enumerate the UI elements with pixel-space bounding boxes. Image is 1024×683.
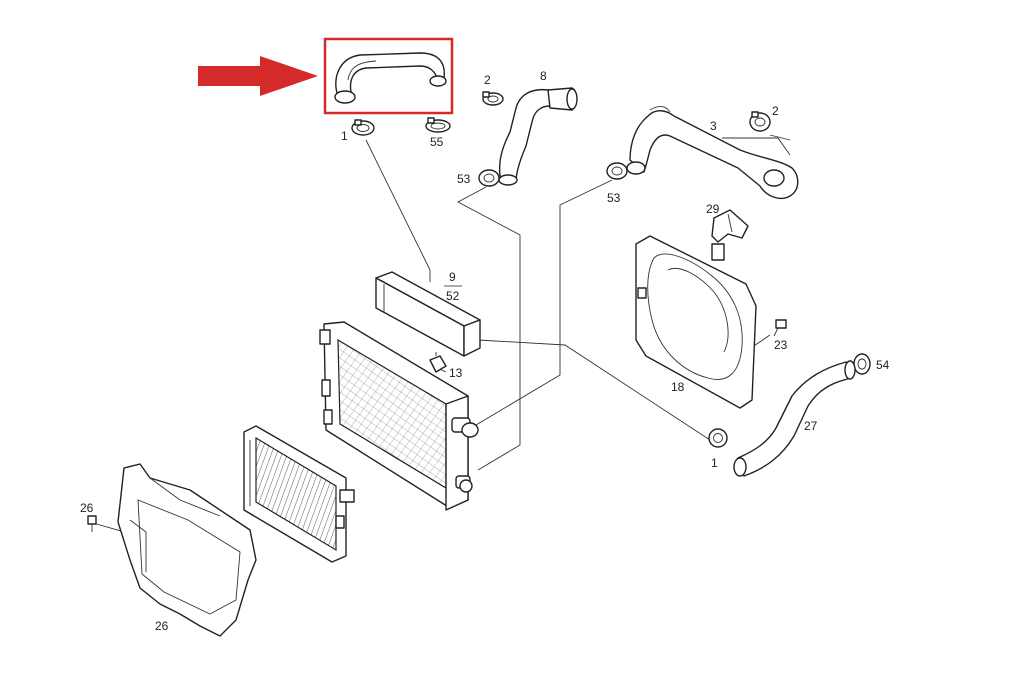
label-53-mid: 53 bbox=[607, 191, 621, 205]
label-8: 8 bbox=[540, 69, 547, 83]
label-54: 54 bbox=[876, 358, 890, 372]
label-26-left: 26 bbox=[80, 501, 94, 515]
label-13: 13 bbox=[449, 366, 463, 380]
label-23: 23 bbox=[774, 338, 788, 352]
label-55: 55 bbox=[430, 135, 444, 149]
clamp-55 bbox=[425, 117, 451, 133]
label-2-left: 2 bbox=[484, 73, 491, 87]
label-3: 3 bbox=[710, 119, 717, 133]
condenser bbox=[243, 425, 355, 563]
part-labels: 1 55 2 8 53 53 3 2 29 9 52 13 23 54 18 2… bbox=[80, 69, 890, 633]
label-52: 52 bbox=[446, 289, 460, 303]
fan-shroud-18 bbox=[635, 235, 757, 409]
bolt-23 bbox=[773, 319, 787, 337]
clamp-53-left bbox=[478, 169, 500, 187]
clamp-2-left bbox=[482, 91, 504, 106]
label-1-bottom: 1 bbox=[711, 456, 718, 470]
label-53-left: 53 bbox=[457, 172, 471, 186]
label-1-top: 1 bbox=[341, 129, 348, 143]
label-26-bottom: 26 bbox=[155, 619, 169, 633]
label-2-right: 2 bbox=[772, 104, 779, 118]
clamp-53-mid bbox=[606, 162, 628, 180]
highlight-box bbox=[323, 37, 454, 115]
radiator bbox=[319, 321, 479, 511]
front-shroud-26 bbox=[117, 463, 257, 637]
highlighted-hose bbox=[323, 37, 454, 115]
highlight-arrow bbox=[198, 56, 318, 96]
clamp-54 bbox=[853, 353, 871, 375]
pipe-3 bbox=[626, 105, 799, 200]
clamp-1-bottom bbox=[708, 428, 728, 448]
bracket-29 bbox=[711, 209, 749, 243]
label-18: 18 bbox=[671, 380, 685, 394]
hose-8 bbox=[498, 87, 578, 186]
label-29: 29 bbox=[706, 202, 720, 216]
clamp-1-top bbox=[351, 119, 375, 136]
hose-27 bbox=[733, 360, 856, 477]
leader-lines bbox=[92, 134, 791, 536]
screw-26 bbox=[87, 515, 97, 532]
intercooler-pipe-9 bbox=[375, 271, 481, 357]
bracket-13 bbox=[429, 352, 447, 373]
clamp-2-right bbox=[749, 111, 771, 132]
label-27: 27 bbox=[804, 419, 818, 433]
label-9: 9 bbox=[449, 270, 456, 284]
